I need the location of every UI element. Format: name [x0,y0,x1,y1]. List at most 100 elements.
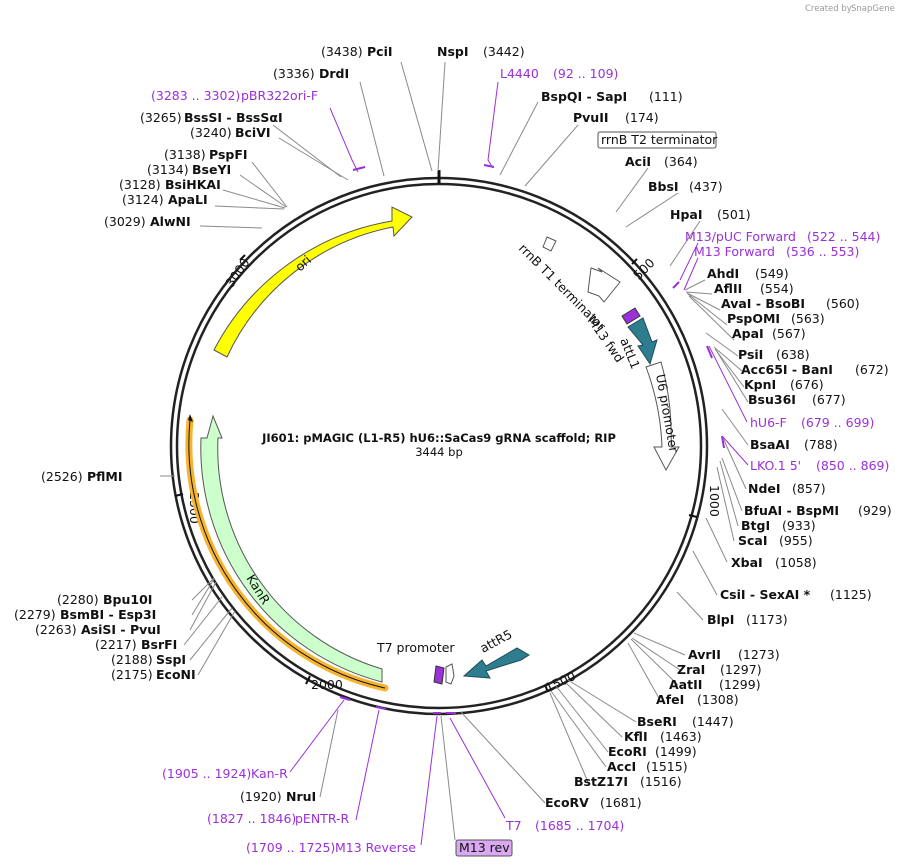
enzyme-hpai-name: HpaI [670,207,703,222]
primer-lko1-pos: (850 .. 869) [816,458,889,473]
enzyme-csii-pos: (1125) [830,587,872,602]
enzyme-pspfi-name: PspFI [209,147,248,162]
rrnb-t2-label: rrnB T2 terminator [601,132,718,147]
enzyme-bbsi-pos: (437) [689,179,723,194]
enzyme-bsssi-pos: (3265) [140,110,182,125]
enzyme-acci-name: AccI [607,759,636,774]
enzyme-scai-pos: (955) [779,533,813,548]
enzyme-kpni-pos: (676) [790,377,824,392]
primer-m13fwd-pos: (536 .. 553) [786,244,859,259]
primer-hu6f-pos: (679 .. 699) [801,415,874,430]
enzyme-alwni-name: AlwNI [150,214,191,229]
ori-arrow[interactable] [213,206,413,358]
credit-prefix: Created by [805,4,852,14]
enzyme-bseyi-name: BseYI [192,162,231,177]
enzyme-zrai-pos: (1297) [720,662,762,677]
enzyme-pcii-name: PciI [367,44,393,59]
enzyme-bcivi-pos: (3240) [190,125,232,140]
enzyme-ndei-name: NdeI [748,481,781,496]
tick-500: 500 [630,255,658,283]
enzyme-pflmi-name: PflMI [87,469,123,484]
enzyme-bsaai-pos: (788) [804,437,838,452]
primer-m13puc-pos: (522 .. 544) [807,229,880,244]
enzyme-ahdi-name: AhdI [707,266,739,281]
primer-kanr-name: Kan-R [251,766,288,781]
enzyme-pspfi-pos: (3138) [164,147,206,162]
enzyme-bpu10i-name: Bpu10I [103,592,152,607]
rrnb-t2-box[interactable] [597,131,717,149]
u6-promoter-arrow[interactable] [645,361,680,472]
enzyme-acc65i-pos: (672) [855,362,889,377]
primer-t7-name: T7 [505,818,522,833]
enzyme-btgi-pos: (933) [782,518,816,533]
enzyme-bspqi-name: BspQI - SapI [541,89,627,104]
enzyme-psii-pos: (638) [776,347,810,362]
attl1-arrow[interactable] [627,317,658,366]
enzyme-aflii-name: AflII [714,281,742,296]
rrnb-t2-shape[interactable] [542,236,557,252]
primer-kanr-pos: (1905 .. 1924) [162,766,251,781]
enzyme-xbai-name: XbaI [731,555,763,570]
enzyme-ecori-name: EcoRI [608,744,647,759]
enzyme-ecorv-name: EcoRV [545,795,589,810]
m13-fwd-mark[interactable] [621,307,641,325]
tick-2000: 2000 [311,677,343,692]
primer-pbr322ori-pos: (3283 .. 3302) [151,88,240,103]
enzyme-scai-name: ScaI [738,533,768,548]
t7-promoter-arrow[interactable] [445,663,455,685]
enzyme-apai-name: ApaI [732,326,764,341]
tick-1000: 1000 [707,485,722,517]
enzyme-pcii-pos: (3438) [321,44,363,59]
enzyme-avai-pos: (560) [826,296,860,311]
enzyme-kfli-name: KflI [624,729,648,744]
primer-lko1-name: LKO.1 5' [750,458,801,473]
enzyme-bfuai-name: BfuAI - BspMI [744,503,839,518]
rrnb-t1-arrow[interactable] [587,267,621,303]
enzyme-bsu36i-name: Bsu36I [748,392,796,407]
enzyme-asisi-name: AsiSI - PvuI [81,622,161,637]
enzyme-afei-name: AfeI [656,692,684,707]
enzyme-nrui-pos: (1920) [240,789,282,804]
enzyme-sspi-pos: (2188) [111,652,153,667]
enzyme-nrui-name: NruI [286,789,316,804]
enzyme-acci-pos: (1515) [646,759,688,774]
tick-3000: 3000 [222,255,253,290]
kanr-halo-tip [188,414,193,422]
plasmid-name: JI601: pMAGIC (L1-R5) hU6::SaCas9 gRNA s… [261,431,616,445]
attr5-arrow[interactable] [462,647,530,679]
enzyme-bbsi-name: BbsI [648,179,679,194]
enzyme-bcivi-name: BciVI [235,125,271,140]
enzyme-ndei-pos: (857) [792,481,826,496]
m13-rev-mark[interactable] [433,665,445,685]
primer-hu6f-name: hU6-F [750,415,787,430]
enzyme-kfli-pos: (1463) [660,729,702,744]
enzyme-pvuii-pos: (174) [625,110,659,125]
kanr-arrow[interactable] [200,414,383,683]
primer-m13puc-name: M13/pUC Forward [685,229,796,244]
enzyme-bseri-pos: (1447) [692,714,734,729]
enzyme-sspi-name: SspI [156,652,186,667]
enzyme-apai-pos: (567) [772,326,806,341]
enzyme-labels: (3438) PciI NspI (3442) (3336) DrdI BspQ… [14,44,892,810]
primer-site-marks [339,164,725,714]
enzyme-econi-name: EcoNI [156,667,196,682]
enzyme-nspi-name: NspI [437,44,469,59]
enzyme-zrai-name: ZraI [677,662,705,677]
enzyme-bsrfi-pos: (2217) [95,637,137,652]
enzyme-bsaai-name: BsaAI [750,437,790,452]
enzyme-ecorv-pos: (1681) [600,795,642,810]
enzyme-asisi-pos: (2263) [35,622,77,637]
enzyme-pspomi-name: PspOMI [727,311,780,326]
enzyme-bstz17i-pos: (1516) [640,774,682,789]
enzyme-bsihkai-name: BsiHKAI [165,177,221,192]
enzyme-alwni-pos: (3029) [104,214,146,229]
m13-rev-box[interactable] [455,839,513,857]
enzyme-acc65i-name: Acc65I - BanI [741,362,833,377]
primer-pbr322ori-name: pBR322ori-F [241,88,318,103]
primer-labels: L4440 (92 .. 109) (3283 .. 3302) pBR322o… [151,66,889,855]
enzyme-bfuai-pos: (929) [858,503,892,518]
enzyme-kpni-name: KpnI [744,377,776,392]
primer-t7-pos: (1685 .. 1704) [535,818,624,833]
u6-promoter-label: U6 promoter [653,373,682,454]
enzyme-econi-pos: (2175) [111,667,153,682]
